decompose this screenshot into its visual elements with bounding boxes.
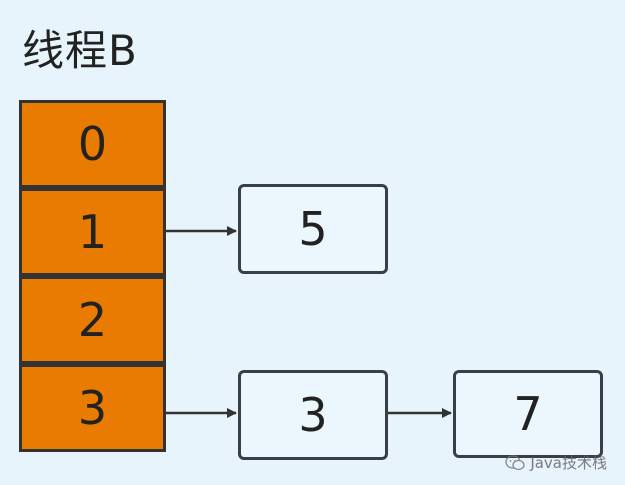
watermark: Java技术栈 — [505, 452, 607, 473]
array-cell-1: 1 — [19, 188, 166, 276]
array-cell-2: 2 — [19, 276, 166, 364]
list-node-5: 5 — [238, 184, 388, 274]
list-node-3: 3 — [238, 370, 388, 460]
list-node-7: 7 — [453, 370, 603, 458]
wechat-icon — [505, 454, 525, 470]
array-cell-3: 3 — [19, 364, 166, 452]
thread-title: 线程B — [22, 26, 138, 75]
array-cell-0: 0 — [19, 100, 166, 188]
watermark-text: Java技术栈 — [530, 454, 607, 472]
